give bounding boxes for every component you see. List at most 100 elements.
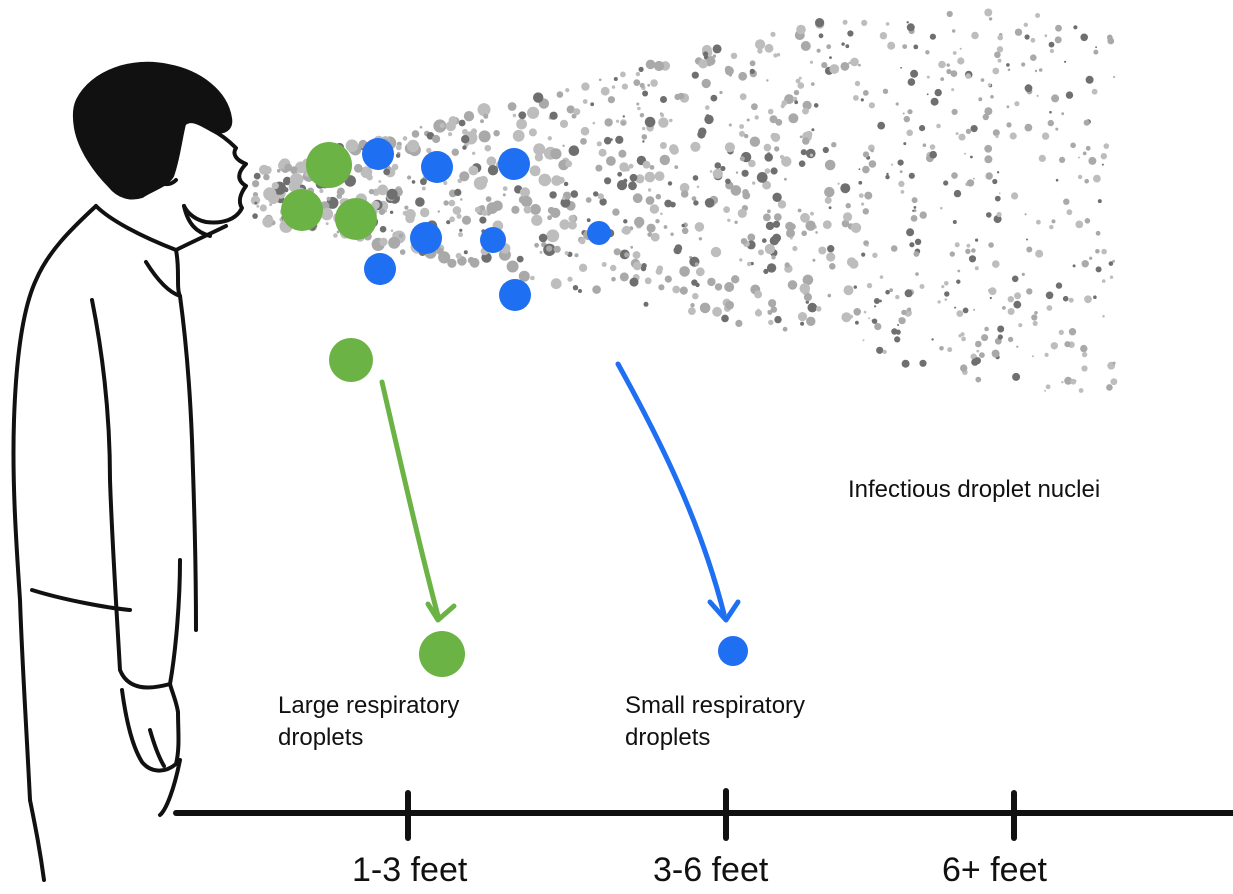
droplet-nucleus (559, 119, 569, 128)
droplet-nucleus (930, 97, 939, 106)
droplet-nucleus (769, 115, 778, 124)
droplet-nucleus (472, 151, 476, 155)
droplet-nucleus (1064, 341, 1071, 348)
droplet-nucleus (590, 102, 595, 107)
droplet-nucleus (912, 209, 915, 212)
droplet-nucleus (1088, 156, 1097, 165)
droplet-nucleus (1044, 352, 1049, 357)
droplet-nucleus (724, 65, 733, 73)
droplet-nucleus (619, 272, 629, 282)
droplet-nucleus (943, 180, 949, 186)
droplet-nucleus (822, 220, 832, 230)
droplet-nucleus (701, 78, 711, 89)
droplet-nucleus (698, 127, 707, 136)
droplet-nucleus (692, 293, 699, 300)
droplet-nucleus (632, 251, 641, 259)
droplet-nucleus (445, 121, 456, 132)
droplet-nucleus (562, 144, 565, 147)
droplet-nucleus (603, 136, 612, 145)
droplet-nucleus (319, 188, 324, 194)
droplet-nucleus (712, 44, 722, 54)
droplet-nucleus (336, 230, 340, 234)
droplet-nucleus (754, 290, 763, 299)
droplet-nucleus (737, 208, 747, 218)
droplet-nucleus (670, 201, 676, 208)
droplet-nucleus (690, 141, 701, 152)
droplet-nucleus (879, 32, 888, 40)
droplet-nucleus (1107, 37, 1115, 45)
droplet-nucleus (1036, 219, 1041, 225)
droplet-nucleus (772, 220, 781, 228)
droplet-nucleus (643, 301, 649, 307)
droplet-nucleus (906, 228, 915, 237)
droplet-nucleus (399, 249, 406, 255)
droplet-nucleus (812, 258, 816, 262)
droplet-nucleus (463, 111, 475, 122)
droplet-nucleus (1083, 119, 1090, 126)
droplet-nucleus (462, 145, 467, 150)
droplet-nucleus (610, 264, 617, 272)
droplet-nucleus (909, 242, 915, 248)
droplet-nucleus (992, 178, 998, 185)
label-small-droplets: Small respiratory droplets (625, 690, 805, 755)
droplet-nucleus (806, 148, 816, 159)
droplet-nucleus (469, 257, 480, 268)
small-droplet (410, 222, 442, 254)
droplet-nucleus (679, 182, 690, 193)
droplet-nucleus (674, 165, 679, 170)
droplet-nucleus (849, 259, 859, 269)
droplet-nucleus (860, 98, 864, 102)
small-droplet (421, 151, 453, 183)
droplet-nucleus (1051, 94, 1060, 103)
droplet-nucleus (1048, 41, 1055, 48)
droplet-nucleus (698, 59, 708, 69)
droplet-nucleus (506, 260, 519, 273)
droplet-nucleus (824, 159, 836, 171)
droplet-nucleus (785, 221, 794, 231)
droplet-nucleus (1089, 256, 1093, 260)
droplet-nucleus (493, 130, 500, 137)
droplet-nucleus (862, 208, 869, 215)
droplet-nucleus (815, 18, 825, 28)
droplet-nucleus (459, 171, 470, 182)
droplet-nucleus (951, 172, 958, 179)
droplet-nucleus (436, 247, 444, 255)
droplet-nucleus (1036, 94, 1039, 97)
droplet-nucleus (519, 187, 531, 198)
droplet-nucleus (459, 228, 463, 232)
droplet-nucleus (764, 153, 773, 162)
droplet-nucleus (980, 78, 985, 82)
droplet-nucleus (259, 204, 267, 212)
droplet-nucleus (646, 223, 656, 233)
droplet-nucleus (996, 46, 1004, 53)
droplet-nucleus (1044, 389, 1047, 392)
droplet-nucleus (829, 56, 832, 59)
droplet-nucleus (1063, 198, 1070, 205)
droplet-nucleus (868, 160, 877, 168)
droplet-nucleus (749, 60, 756, 67)
droplet-nucleus (988, 17, 993, 21)
droplet-nucleus (550, 148, 562, 160)
droplet-nucleus (567, 276, 573, 282)
droplet-nucleus (973, 357, 982, 365)
droplet-nucleus (727, 218, 731, 222)
droplet-nucleus (386, 188, 398, 200)
leg-back (28, 798, 46, 882)
droplet-nucleus (395, 153, 401, 158)
droplet-nucleus (451, 148, 459, 156)
droplet-nucleus (885, 174, 890, 180)
droplet-nucleus (1041, 132, 1050, 140)
droplet-nucleus (487, 165, 499, 176)
droplet-nucleus (283, 176, 292, 186)
droplet-nucleus (663, 225, 668, 229)
droplet-nucleus (549, 111, 558, 120)
droplet-nucleus (735, 171, 739, 174)
droplet-nucleus (336, 193, 343, 199)
droplet-nucleus (673, 246, 682, 255)
droplet-nucleus (992, 129, 1000, 137)
droplet-nucleus (454, 188, 462, 196)
droplet-nucleus (1084, 218, 1091, 224)
droplet-nucleus (573, 108, 581, 116)
droplet-nucleus (604, 177, 612, 185)
droplet-nucleus (800, 212, 810, 223)
